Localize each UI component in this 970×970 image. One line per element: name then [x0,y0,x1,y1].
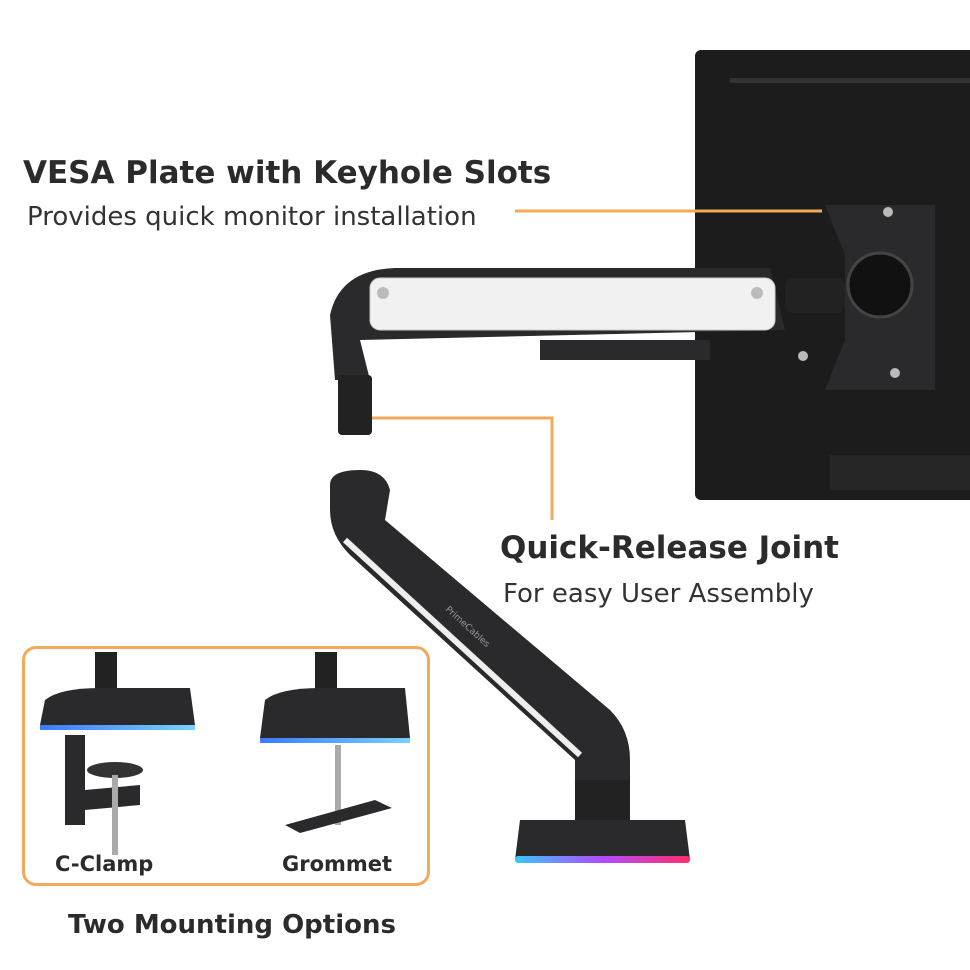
mounting-caption: Two Mounting Options [68,910,396,940]
option-label-c-clamp: C-Clamp [55,852,154,876]
vesa-subtitle: Provides quick monitor installation [27,202,477,232]
option-label-grommet: Grommet [282,852,393,876]
mounting-options-box [22,646,430,886]
lower-arm: PrimeCables [330,470,690,863]
c-clamp-illustration [40,652,195,855]
joint-subtitle: For easy User Assembly [503,579,814,609]
grommet-illustration [260,652,410,833]
joint-title: Quick-Release Joint [500,530,839,566]
vesa-plate [785,205,935,390]
upper-arm [330,268,785,435]
vesa-title: VESA Plate with Keyhole Slots [23,155,552,191]
joint-leader-line [372,416,554,520]
